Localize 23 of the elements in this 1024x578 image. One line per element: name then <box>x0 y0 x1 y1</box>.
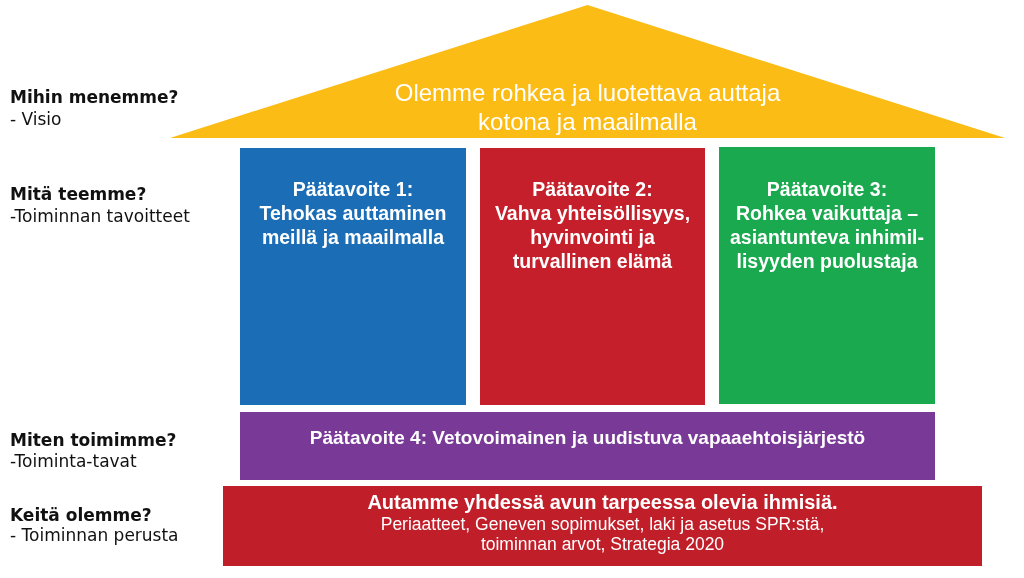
level-description: - Toiminnan perusta <box>10 525 179 546</box>
goal-pillar <box>719 147 935 404</box>
level-description: - Visio <box>10 108 62 130</box>
foundation-title: Autamme yhdessä avun tarpeessa olevia ihmisiä. <box>367 491 838 514</box>
vision-text: Olemme rohkea ja luotettava auttaja kotona ja maailmalla <box>393 78 782 136</box>
goal-title: Päätavoite 3: <box>766 177 888 201</box>
foundation-base <box>223 486 982 566</box>
goal-title: Päätavoite 1: <box>292 177 414 201</box>
question-heading: Keitä olemme? <box>10 505 152 526</box>
question-heading: Miten toimimme? <box>10 429 177 451</box>
goal-title: Päätavoite 2: <box>532 177 653 201</box>
foundation-text: Periaatteet, Geneven sopimukset, laki ja asetus SPR:stä, toiminnan arvot, Strategia 2020 <box>379 514 826 554</box>
goal-text: Vahva yhteisöllisyys, hyvinvointi ja turvallinen elämä <box>493 201 692 273</box>
level-description: -Toiminta-tavat <box>10 451 137 472</box>
question-heading: Mitä teemme? <box>10 184 147 205</box>
goal-text: Tehokas auttaminen meillä ja maailmalla <box>258 201 448 249</box>
goal-pillar <box>240 148 466 405</box>
goal-band <box>240 412 935 480</box>
goal-pillar <box>480 148 705 405</box>
goal-text: Rohkea vaikuttaja – asiantunteva inhimil-lisyyden puolustaja <box>729 201 925 273</box>
level-description: -Toiminnan tavoitteet <box>10 205 190 227</box>
goal-band-text: Päätavoite 4: Vetovoimainen ja uudistuva vapaaehtoisjärjestö <box>309 426 866 450</box>
question-heading: Mihin menemme? <box>10 87 179 108</box>
